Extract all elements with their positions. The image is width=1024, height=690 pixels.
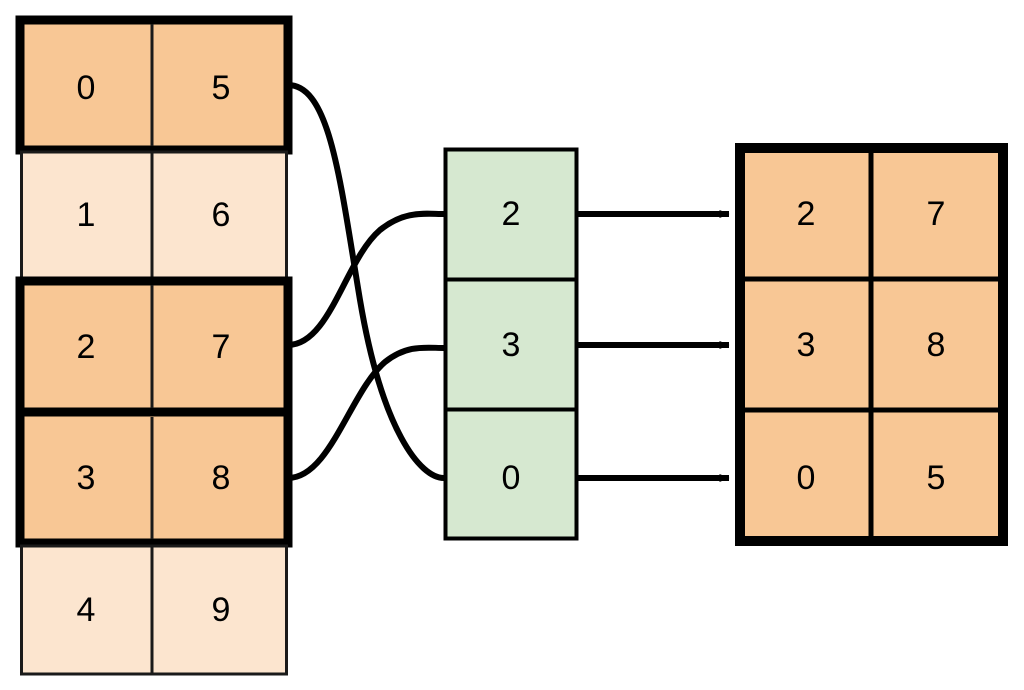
index-column-outline bbox=[443, 147, 579, 541]
connector-row0-to-index2 bbox=[285, 82, 447, 481]
connector-row2-to-index0 bbox=[285, 210, 447, 348]
source-cell-4-1: 9 bbox=[212, 591, 231, 629]
result-array-table: 2 7 3 8 0 5 bbox=[735, 143, 1008, 546]
source-rows-2-3-block: 2 7 3 8 bbox=[15, 276, 293, 548]
result-row-1[interactable]: 3 8 bbox=[797, 326, 946, 364]
source-row-3[interactable]: 3 8 bbox=[77, 459, 231, 497]
result-cell-1-1: 8 bbox=[927, 326, 946, 364]
source-cell-3-0: 3 bbox=[77, 459, 96, 497]
index-cell-1[interactable]: 3 bbox=[502, 326, 521, 364]
result-cell-1-0: 3 bbox=[797, 326, 816, 364]
source-row-4-outline bbox=[20, 544, 288, 676]
source-row-1[interactable]: 1 6 bbox=[20, 150, 288, 281]
source-cell-3-1: 8 bbox=[212, 459, 231, 497]
source-row-1-outline bbox=[20, 150, 288, 281]
result-cell-2-1: 5 bbox=[927, 459, 946, 497]
source-cell-1-0: 1 bbox=[77, 196, 96, 234]
source-row-0[interactable]: 0 5 bbox=[15, 15, 293, 155]
connector-row3-to-index1 bbox=[285, 344, 447, 481]
source-cell-2-0: 2 bbox=[77, 328, 96, 366]
result-arrows bbox=[578, 210, 730, 482]
result-cell-0-0: 2 bbox=[797, 195, 816, 233]
index-cell-0[interactable]: 2 bbox=[502, 195, 521, 233]
source-row-0-outline bbox=[15, 15, 293, 155]
source-row-4[interactable]: 4 9 bbox=[20, 544, 288, 676]
result-row-0[interactable]: 2 7 bbox=[797, 195, 946, 233]
source-cell-0-0: 0 bbox=[77, 69, 96, 107]
index-cell-2[interactable]: 0 bbox=[502, 459, 521, 497]
source-array-table: 0 5 1 6 2 7 3 bbox=[15, 15, 293, 676]
connector-curves bbox=[285, 82, 447, 481]
index-array-column: 2 3 0 bbox=[443, 147, 579, 541]
source-cell-0-1: 5 bbox=[212, 69, 231, 107]
source-row-2[interactable]: 2 7 bbox=[77, 328, 231, 366]
result-row-2[interactable]: 0 5 bbox=[797, 459, 946, 497]
source-cell-4-0: 4 bbox=[77, 591, 96, 629]
source-cell-1-1: 6 bbox=[212, 196, 231, 234]
result-cell-0-1: 7 bbox=[927, 195, 946, 233]
source-cell-2-1: 7 bbox=[212, 328, 231, 366]
result-cell-2-0: 0 bbox=[797, 459, 816, 497]
